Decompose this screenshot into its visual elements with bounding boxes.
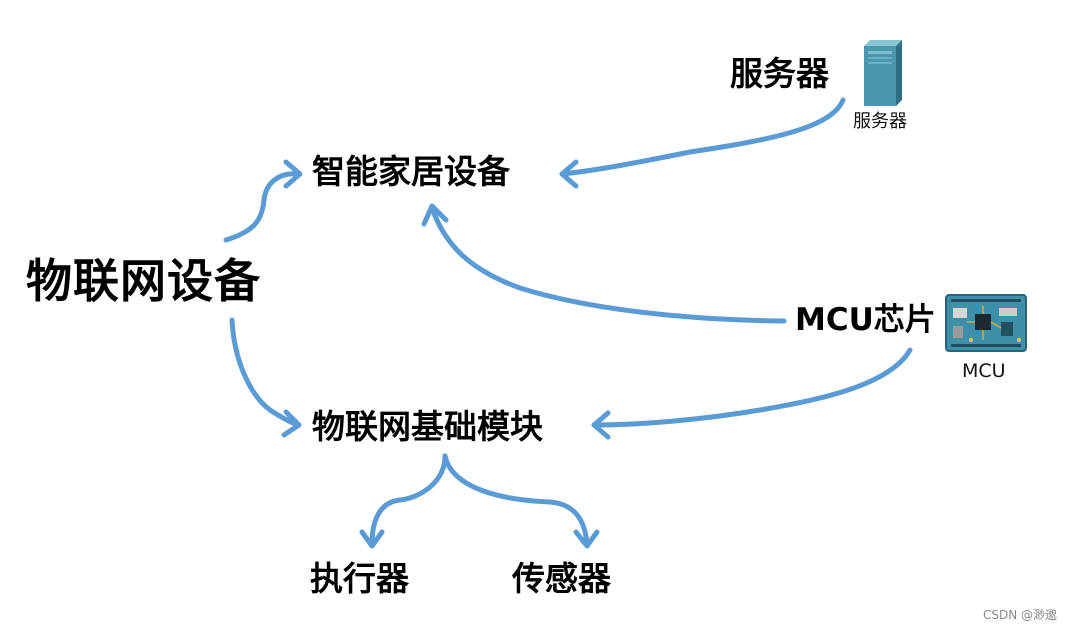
arrowhead-iot-to-module	[281, 409, 302, 438]
arrow-iot-to-smarthome	[223, 171, 301, 243]
node-sensor: 传感器	[512, 559, 611, 598]
arrowhead-module-to-sensor	[573, 529, 600, 549]
arrow-iot-to-module	[229, 317, 301, 428]
arrow-module-to-sensor	[442, 453, 590, 547]
arrowhead-module-to-actuator	[359, 529, 385, 549]
arrow-mcu-to-module	[591, 347, 913, 428]
arrowhead-mcu-to-module	[591, 410, 611, 440]
node-actuator: 执行器	[310, 559, 409, 598]
node-smart-home-device: 智能家居设备	[312, 152, 510, 191]
arrowhead-server-to-smarthome	[559, 159, 579, 189]
arrow-server-to-smarthome	[559, 97, 846, 177]
node-iot-module: 物联网基础模块	[312, 407, 543, 446]
arrow-module-to-actuator	[369, 453, 448, 547]
server-tower-icon	[858, 40, 904, 106]
node-server: 服务器	[730, 54, 829, 93]
mcu-icon-caption: MCU	[962, 360, 1006, 382]
server-icon-caption: 服务器	[853, 111, 907, 132]
arrowhead-iot-to-smarthome	[283, 159, 303, 189]
arrowhead-mcu-to-smarthome	[421, 203, 449, 227]
watermark: CSDN @渺邈	[982, 608, 1057, 622]
node-iot-device: 物联网设备	[26, 254, 261, 308]
arrow-mcu-to-smarthome	[429, 205, 787, 324]
node-mcu-chip: MCU芯片	[795, 302, 936, 338]
circuit-board-icon	[945, 294, 1027, 352]
